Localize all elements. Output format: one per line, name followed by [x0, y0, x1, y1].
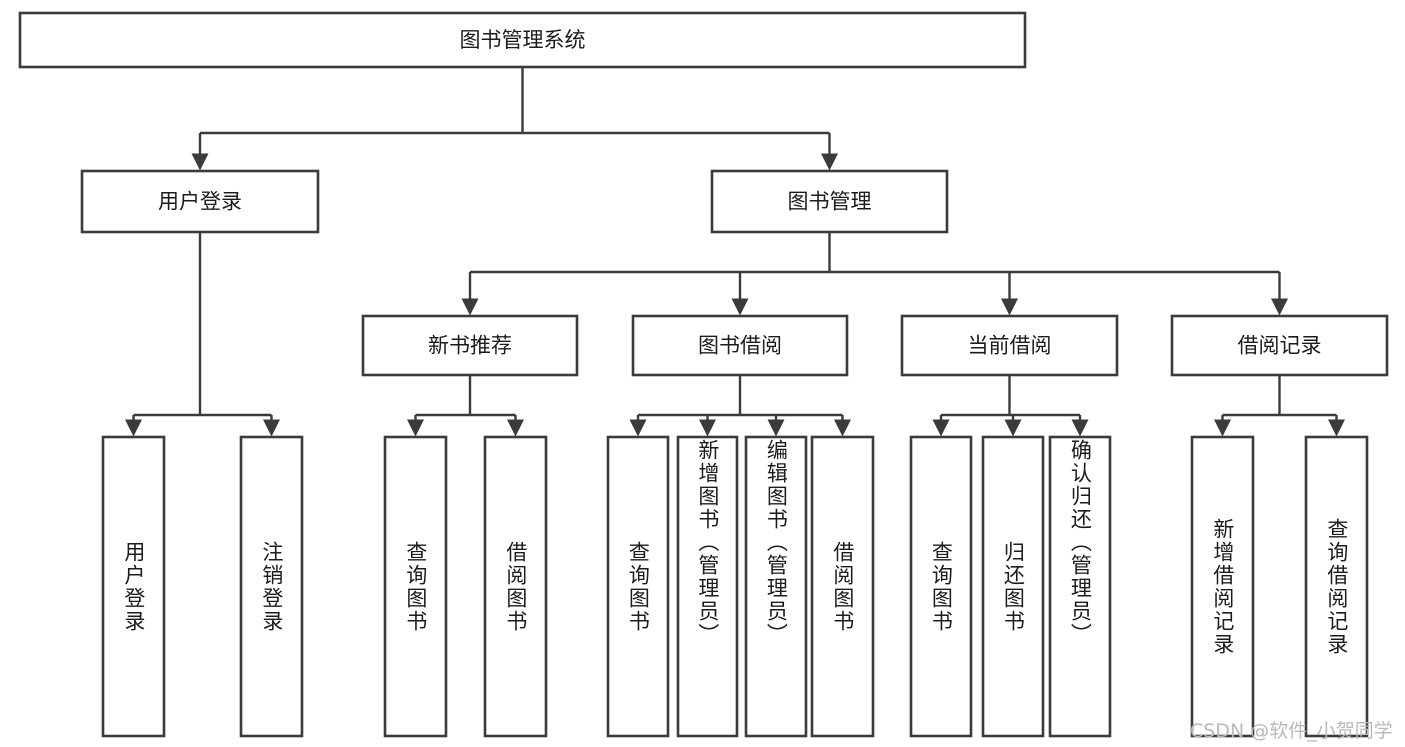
node-box-borrow-record[interactable] [1170, 314, 1389, 377]
arrow-head-leaf-borrow-book [834, 419, 851, 437]
arrow-head-book-borrow [731, 298, 749, 316]
arrow-head-user-login [191, 153, 209, 171]
arrow-head-leaf-confirm-return [1071, 419, 1089, 437]
connector-edges [125, 67, 1345, 437]
arrow-head-leaf-user-login [125, 419, 142, 437]
node-label-root: 图书管理系统 [460, 28, 586, 52]
node-box-book-management[interactable] [710, 169, 949, 234]
node-box-current-borrow[interactable] [900, 314, 1119, 377]
node-label-current-borrow: 当前借阅 [968, 334, 1052, 358]
node-box-leaf-borrow-book-recommend[interactable] [483, 435, 548, 738]
node-box-leaf-confirm-return[interactable] [1048, 435, 1112, 738]
node-box-leaf-edit-book[interactable] [744, 435, 808, 738]
node-box-leaf-return-book[interactable] [981, 435, 1045, 738]
arrow-head-book-management [821, 153, 838, 171]
node-box-leaf-query-borrow-record[interactable] [1304, 435, 1369, 738]
arrow-head-leaf-return-book [1004, 419, 1022, 437]
arrow-head-borrow-record [1271, 298, 1288, 316]
arrow-head-leaf-query-book-borrow [629, 419, 647, 437]
node-label-book-borrow: 图书借阅 [698, 334, 782, 358]
node-box-leaf-query-book-borrow[interactable] [606, 435, 670, 738]
node-box-new-book-recommend[interactable] [361, 314, 579, 377]
node-box-user-login[interactable] [80, 169, 320, 234]
node-label-borrow-record: 借阅记录 [1238, 334, 1322, 358]
node-box-leaf-logout[interactable] [239, 435, 304, 738]
node-box-leaf-add-borrow-record[interactable] [1190, 435, 1255, 738]
node-box-leaf-query-book-recommend[interactable] [383, 435, 448, 738]
arrow-head-leaf-add-borrow-record [1214, 419, 1231, 437]
arrow-head-leaf-borrow-book-recommend [507, 419, 524, 437]
arrow-head-new-book-recommend [461, 298, 479, 316]
node-box-leaf-query-book-current[interactable] [909, 435, 973, 738]
arrow-head-leaf-add-book [699, 419, 716, 437]
node-box-book-borrow[interactable] [631, 314, 849, 377]
arrow-head-current-borrow [1001, 298, 1018, 316]
node-label-user-login: 用户登录 [158, 190, 242, 214]
arrow-head-leaf-query-book-recommend [407, 419, 424, 437]
arrow-head-leaf-edit-book [767, 419, 785, 437]
node-box-root[interactable] [18, 11, 1027, 69]
arrow-head-leaf-query-book-current [932, 419, 950, 437]
arrow-head-leaf-query-borrow-record [1328, 419, 1345, 437]
node-label-new-book-recommend: 新书推荐 [428, 334, 512, 358]
node-box-leaf-borrow-book[interactable] [810, 435, 875, 738]
node-boxes [18, 11, 1389, 738]
csdn-watermark: CSDN @软件_小贺同学 [1190, 720, 1393, 742]
node-box-leaf-add-book[interactable] [676, 435, 739, 738]
node-box-leaf-user-login[interactable] [101, 435, 166, 738]
arrow-head-leaf-logout [263, 419, 280, 437]
node-label-book-management: 图书管理 [788, 190, 872, 214]
